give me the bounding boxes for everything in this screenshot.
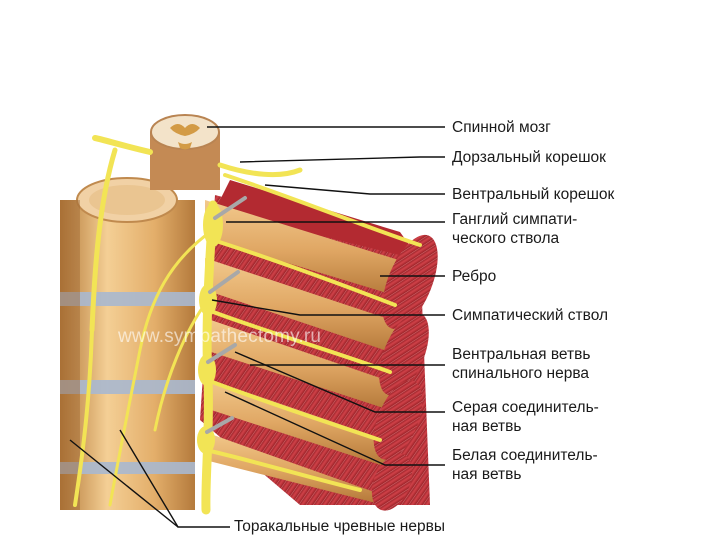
leader-lines (69, 126, 445, 528)
label-spinal-cord: Спинной мозг (452, 119, 551, 136)
spinal-cord (150, 114, 220, 190)
label-white-ramus-line2: ная ветвь (452, 466, 522, 483)
nerves (73, 135, 422, 515)
label-ganglion-line1: Ганглий симпати- (452, 211, 578, 228)
watermark: www.sympathectomy.ru (118, 326, 322, 347)
label-rib: Ребро (452, 268, 497, 285)
label-white-ramus-line1: Белая соединитель- (452, 447, 598, 464)
label-ventral-branch-line1: Вентральная ветвь (452, 346, 591, 363)
label-gray-ramus-line1: Серая соединитель- (452, 399, 599, 416)
label-ventral-branch-line2: спинального нерва (452, 365, 590, 382)
label-sympathetic-trunk: Симпатический ствол (452, 307, 609, 324)
label-ganglion-line2: ческого ствола (452, 230, 560, 247)
label-ventral-root: Вентральный корешок (452, 186, 615, 203)
label-thoracic-splanchnic-nerves: Торакальные чревные нервы (234, 518, 445, 535)
label-gray-ramus-line2: ная ветвь (452, 418, 522, 435)
gray-rami (205, 196, 247, 434)
label-dorsal-root: Дорзальный корешок (452, 149, 606, 166)
